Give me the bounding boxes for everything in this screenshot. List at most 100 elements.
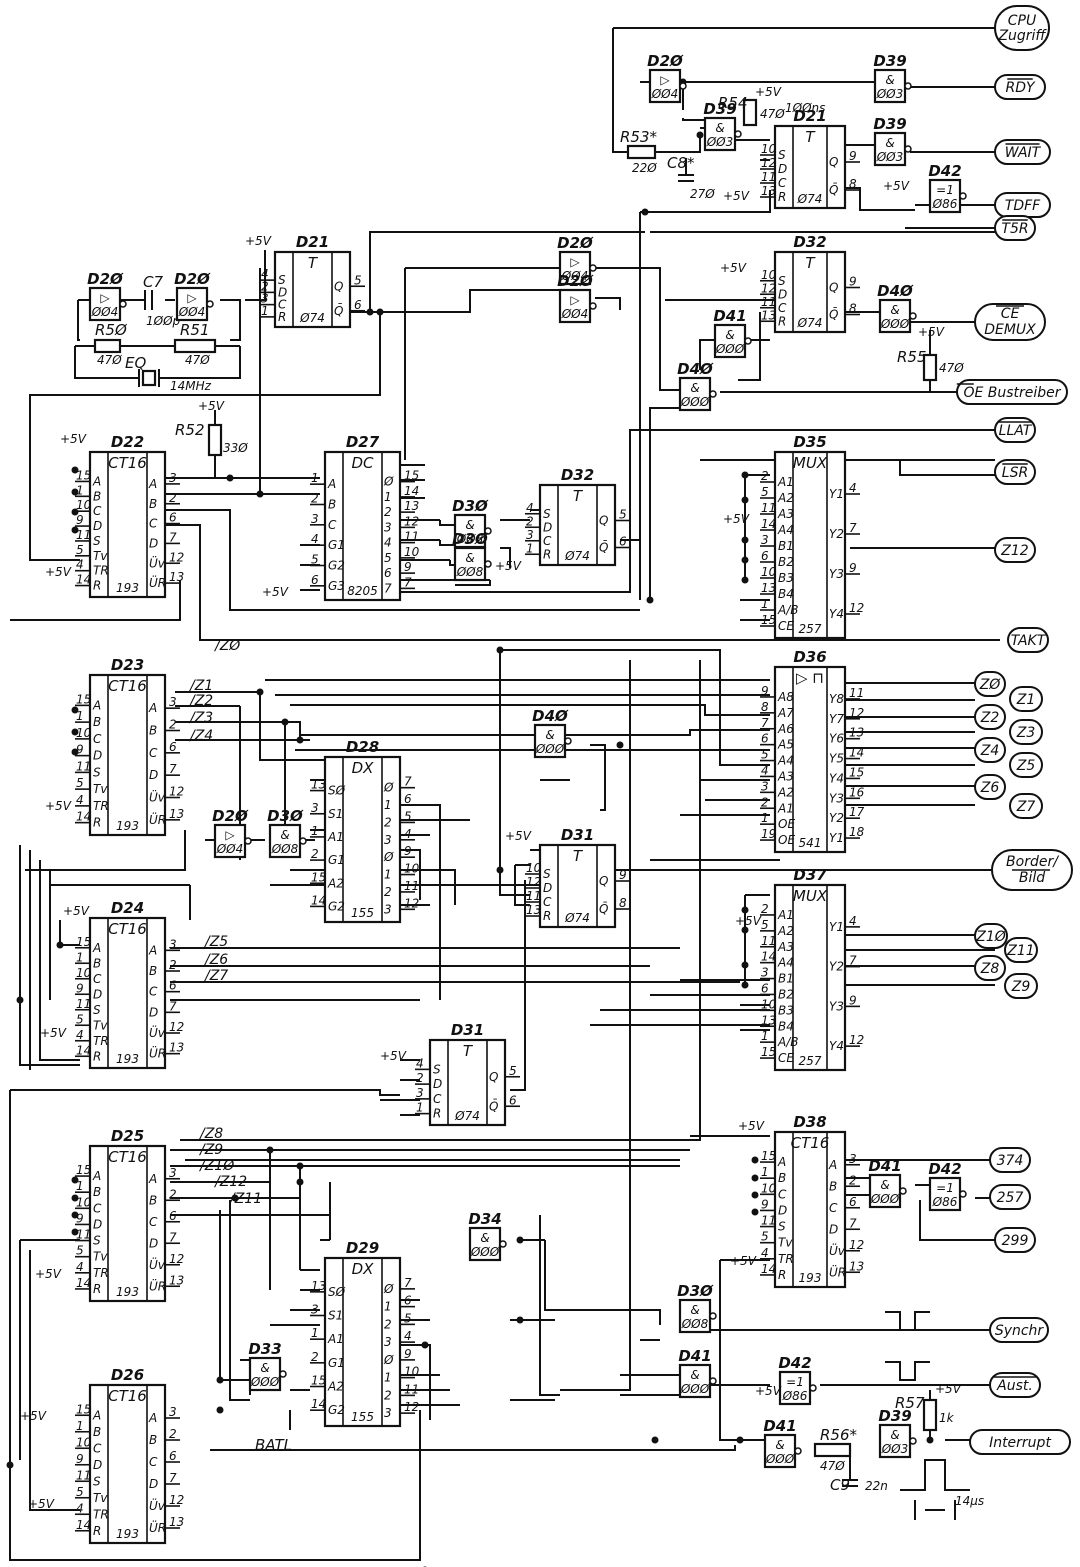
chip-name: D31 xyxy=(451,1021,484,1039)
pin-label: D xyxy=(149,536,158,550)
pin-label: D xyxy=(778,162,787,176)
gate-d39-5: D39&ØØ3 xyxy=(873,52,912,104)
terminal-ce-demux: CE DEMUX xyxy=(974,303,1046,341)
gate-d30-21: D3Ø&ØØ8 xyxy=(267,807,307,859)
pin-label: TR xyxy=(93,1507,109,1521)
pin-number: 4 xyxy=(76,1028,84,1042)
svg-text:▷: ▷ xyxy=(660,73,670,87)
pin-label: Ø xyxy=(383,1353,394,1367)
gate-d41-14: D41&ØØØ xyxy=(678,1347,717,1399)
gate-d39-8: D39&ØØ3 xyxy=(878,1407,917,1459)
pin-label: R xyxy=(93,1524,101,1538)
pin-number: 12 xyxy=(169,1493,184,1507)
r51-value: 47Ø xyxy=(185,353,210,367)
svg-text:ØØ4: ØØ4 xyxy=(178,305,206,319)
pin-number: 2 xyxy=(761,795,769,809)
pin-label: A1 xyxy=(327,1332,344,1346)
pin-label: D xyxy=(93,1458,102,1472)
pin-label: D xyxy=(278,285,287,299)
pin-number: 11 xyxy=(76,759,91,773)
pin-number: 7 xyxy=(169,530,177,544)
pin-number: 13 xyxy=(311,1279,326,1293)
svg-text:Z1Ø: Z1Ø xyxy=(975,929,1006,945)
pin-label: Üv xyxy=(829,1242,846,1258)
pin-label: B xyxy=(93,1185,101,1199)
pin-label: C xyxy=(278,298,287,312)
pin-label: B xyxy=(328,498,336,512)
terminal-z5: Z5 xyxy=(1009,752,1043,778)
pin-label: A3 xyxy=(777,507,794,521)
svg-text:ØØØ: ØØØ xyxy=(680,1382,710,1396)
vcc-tag: +5V xyxy=(28,1497,55,1511)
pin-label: Y3 xyxy=(829,567,844,581)
pin-label: C xyxy=(543,895,552,909)
pin-number: 3 xyxy=(761,779,769,793)
r57-label: R57 xyxy=(895,1394,925,1412)
chip-part: 257 xyxy=(799,1054,822,1068)
pin-label: B xyxy=(829,1179,837,1193)
pin-label: D xyxy=(93,749,102,763)
pin-label: OE xyxy=(778,833,795,847)
c8-value: 27Ø xyxy=(690,187,715,201)
pin-label: R xyxy=(93,1049,101,1063)
svg-text:D2Ø: D2Ø xyxy=(647,52,684,70)
chip-name: D38 xyxy=(793,1113,826,1131)
vcc-tag: +5V xyxy=(262,585,289,599)
pin-number: 10 xyxy=(76,726,92,740)
pin-label: Y2 xyxy=(829,527,844,541)
pin-number: 5 xyxy=(404,1311,412,1325)
chip-part: 257 xyxy=(799,622,822,636)
signal-z0: /ZØ xyxy=(213,638,241,654)
pin-label: Q xyxy=(829,155,838,169)
pin-number: 19 xyxy=(761,827,776,841)
svg-text:ZØ: ZØ xyxy=(979,677,1002,693)
junctions xyxy=(6,78,934,1567)
pin-label: Q xyxy=(599,514,608,528)
pin-label: A1 xyxy=(327,830,344,844)
pin-label: 2 xyxy=(384,1317,392,1331)
vcc-tag: +5V xyxy=(495,559,522,573)
pin-label: A xyxy=(148,1172,157,1186)
pin-label: 6 xyxy=(384,566,392,580)
pin-label: B xyxy=(149,964,157,978)
signal-z11: /Z11 xyxy=(228,1191,262,1207)
pin-label: C xyxy=(778,176,787,190)
pin-label: A4 xyxy=(777,956,794,970)
pin-label: 1 xyxy=(384,1300,392,1314)
vcc-tag: +5V xyxy=(245,234,272,248)
svg-text:&: & xyxy=(690,1368,699,1382)
pin-number: 9 xyxy=(76,513,84,527)
svg-text:&: & xyxy=(465,518,474,532)
svg-text:Synchr: Synchr xyxy=(995,1323,1045,1339)
pin-number: 1 xyxy=(311,1326,319,1340)
pin-number: 3 xyxy=(416,1086,424,1100)
pin-number: 10 xyxy=(761,142,777,156)
chip-part: 541 xyxy=(799,836,822,850)
pin-label: S xyxy=(778,148,786,162)
pin-label: S1 xyxy=(328,1309,343,1323)
svg-text:D2Ø: D2Ø xyxy=(557,234,594,252)
svg-text:&: & xyxy=(690,1303,699,1317)
chip-d37: D37MUX257A12A25A311A414B13B26B310B413A/B… xyxy=(760,866,864,1072)
pin-label: B2 xyxy=(778,555,794,569)
pin-label: D xyxy=(543,881,552,895)
pin-label: B xyxy=(149,1433,157,1447)
pin-label: OE xyxy=(778,817,795,831)
svg-text:ØØ8: ØØ8 xyxy=(271,842,299,856)
pin-label: B1 xyxy=(778,539,794,553)
pin-number: 1 xyxy=(761,597,769,611)
signal-z5: /Z5 xyxy=(203,934,228,950)
pin-label: B2 xyxy=(778,987,794,1001)
pin-label: Y4 xyxy=(829,771,844,785)
gate-d20-2: D2Ø▷ØØ4 xyxy=(174,270,214,322)
r57-value: 1k xyxy=(939,1411,955,1425)
terminal-llat: LLAT xyxy=(994,417,1036,443)
pin-number: 4 xyxy=(849,914,857,928)
svg-text:CPU: CPU xyxy=(1008,13,1036,29)
chip-d35: D35MUX257A12A25A311A414B13B26B310B413A/B… xyxy=(760,433,864,640)
pin-label: A xyxy=(327,477,336,491)
vcc-tag: +5V xyxy=(40,1026,67,1040)
pin-number: 14 xyxy=(76,573,91,587)
svg-text:D3Ø: D3Ø xyxy=(452,497,489,515)
pin-label: A5 xyxy=(777,738,794,752)
